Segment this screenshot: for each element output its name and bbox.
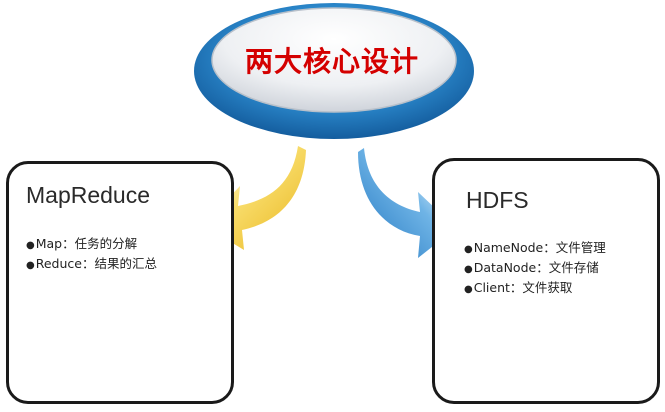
disc-silver-top [211, 7, 457, 113]
hdfs-box: HDFS NameNode：文件管理 DataNode：文件存储 Client：… [432, 158, 660, 404]
right-curved-arrow [358, 148, 456, 258]
list-item: Reduce：结果的汇总 [26, 255, 157, 275]
list-item: Map：任务的分解 [26, 235, 157, 255]
list-item: Client：文件获取 [464, 279, 606, 299]
list-item: NameNode：文件管理 [464, 239, 606, 259]
mapreduce-title: MapReduce [26, 182, 151, 208]
center-disc [194, 3, 474, 139]
mapreduce-box: MapReduce Map：任务的分解 Reduce：结果的汇总 [6, 161, 234, 404]
hdfs-title: HDFS [466, 187, 529, 213]
hdfs-item-list: NameNode：文件管理 DataNode：文件存储 Client：文件获取 [464, 239, 606, 299]
center-title: 两大核心设计 [244, 45, 419, 78]
mapreduce-item-list: Map：任务的分解 Reduce：结果的汇总 [26, 235, 157, 275]
list-item: DataNode：文件存储 [464, 259, 606, 279]
